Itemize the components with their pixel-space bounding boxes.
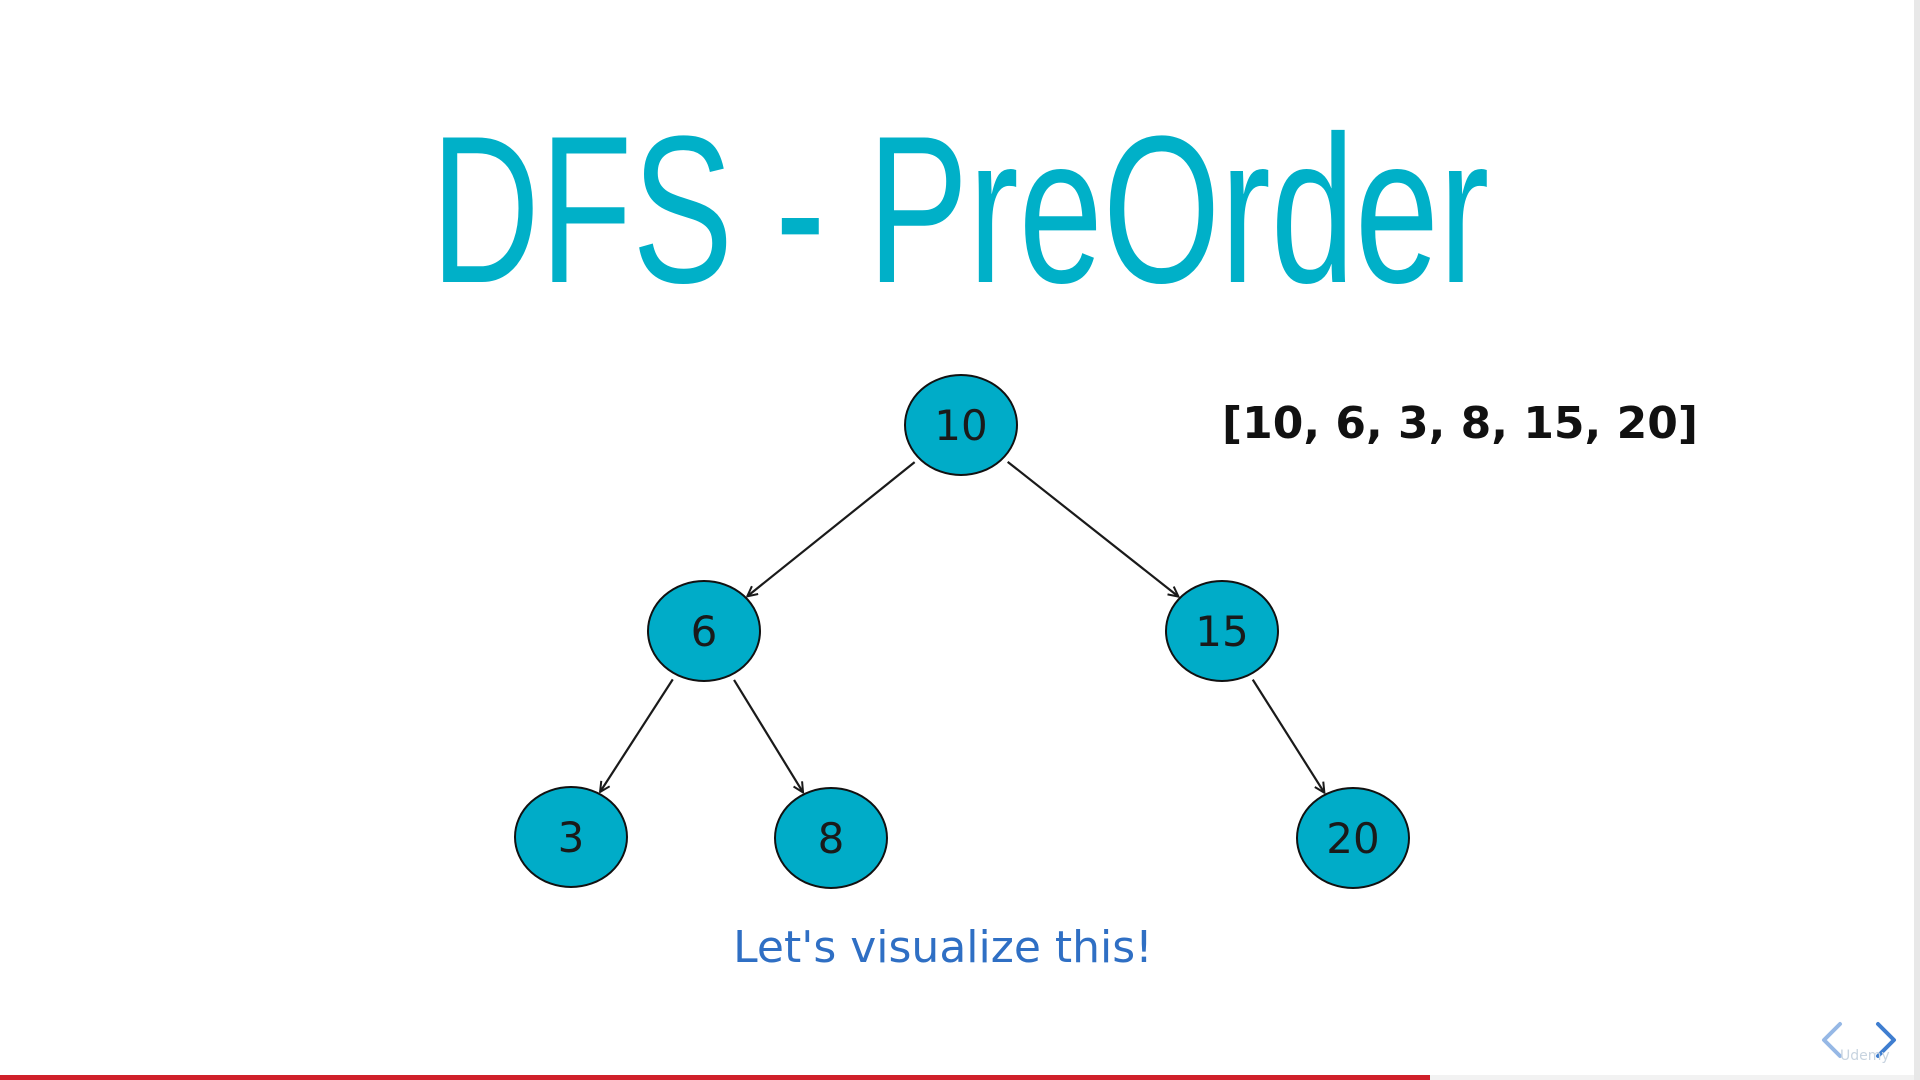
- tree-node-6: 6: [647, 580, 761, 682]
- next-slide-button[interactable]: [1866, 1016, 1906, 1064]
- video-progress-bar[interactable]: [0, 1075, 1920, 1080]
- tree-node-20: 20: [1296, 787, 1410, 889]
- tree-node-label: 3: [558, 813, 585, 862]
- tree-node-circle: [904, 374, 1018, 476]
- chevron-left-icon: [1822, 1022, 1842, 1058]
- tree-node-circle: [1296, 787, 1410, 889]
- tree-edge-n10-n6: [747, 461, 916, 596]
- chevron-right-icon: [1876, 1022, 1896, 1058]
- tree-edges: [600, 460, 1325, 793]
- tree-node-circle: [514, 786, 628, 888]
- tree-node-label: 15: [1195, 607, 1248, 656]
- tree-node-label: 10: [934, 401, 987, 450]
- slide-right-border: [1914, 0, 1920, 1080]
- slide-title: DFS - PreOrder: [430, 92, 1490, 327]
- previous-slide-button[interactable]: [1812, 1016, 1852, 1064]
- tree-edge-n6-n3: [600, 678, 674, 792]
- tree-node-circle: [774, 787, 888, 889]
- video-progress-fill: [0, 1075, 1431, 1080]
- tree-node-circle: [1165, 580, 1279, 682]
- tree-edge-n15-n20: [1251, 679, 1325, 793]
- tree-node-10: 10: [904, 374, 1018, 476]
- preorder-result-array: [10, 6, 3, 8, 15, 20]: [1222, 398, 1698, 449]
- tree-edge-n6-n8: [733, 679, 803, 792]
- udemy-watermark: Udemy: [1840, 1048, 1890, 1064]
- tree-node-circle: [647, 580, 761, 682]
- tree-node-15: 15: [1165, 580, 1279, 682]
- tree-node-label: 8: [818, 814, 845, 863]
- tree-edge-n10-n15: [1006, 460, 1179, 597]
- slide-caption: Let's visualize this!: [733, 922, 1153, 973]
- tree-nodes: 10 6 15 3 8 20: [514, 374, 1410, 889]
- tree-node-label: 20: [1326, 814, 1379, 863]
- tree-node-label: 6: [691, 607, 718, 656]
- tree-node-3: 3: [514, 786, 628, 888]
- tree-node-8: 8: [774, 787, 888, 889]
